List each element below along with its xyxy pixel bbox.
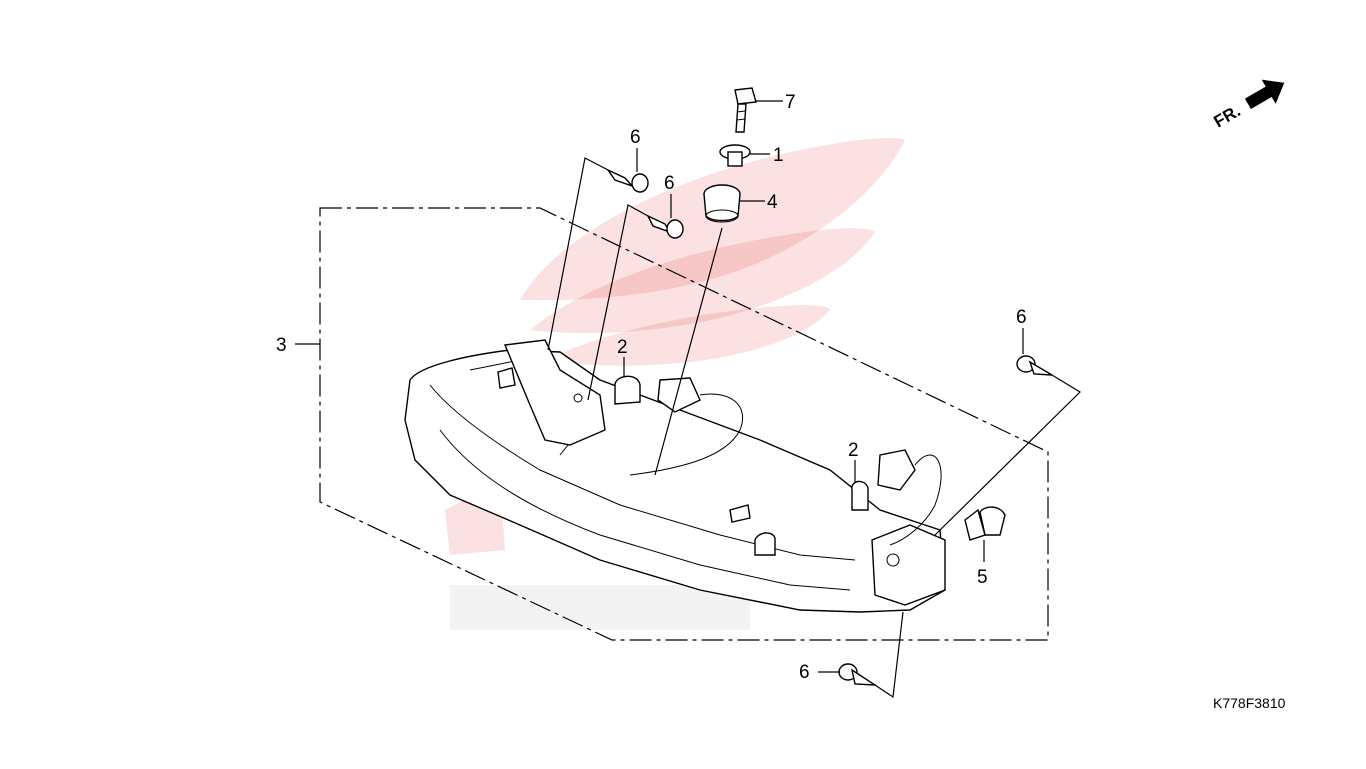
callout-2-left: 2: [617, 337, 628, 358]
bolt-7: [734, 87, 757, 133]
assembly-boundary: [319, 207, 1049, 641]
callout-1: 1: [773, 145, 784, 166]
callout-4: 4: [767, 192, 778, 213]
bulb-right: [851, 480, 869, 511]
diagram-code: K778F3810: [1213, 695, 1286, 711]
front-direction-arrow-icon: FR.: [1211, 79, 1285, 131]
collar-1: [719, 144, 751, 167]
screw-6-top-a: [605, 168, 649, 193]
screw-6-bottom: [838, 663, 878, 686]
callout-7: 7: [785, 92, 796, 113]
callout-6-right: 6: [1016, 307, 1027, 328]
callout-6-top-b: 6: [664, 173, 675, 194]
screw-6-right: [1016, 355, 1053, 376]
bulb-socket-left: [629, 377, 744, 476]
bulb-socket-right: [877, 449, 942, 546]
screw-6-top-b: [646, 214, 684, 239]
clip-5: [964, 506, 1006, 541]
leader-lines: [295, 100, 1081, 699]
headlight-assembly: [404, 339, 946, 613]
callout-5: 5: [977, 567, 988, 588]
callout-3: 3: [276, 335, 287, 356]
bulb-left: [614, 375, 641, 405]
callout-2-right: 2: [848, 440, 859, 461]
grommet-4: [703, 184, 741, 223]
callout-6-bottom: 6: [799, 662, 810, 683]
callout-6-top-a: 6: [630, 127, 641, 148]
front-label: FR.: [1211, 101, 1244, 131]
